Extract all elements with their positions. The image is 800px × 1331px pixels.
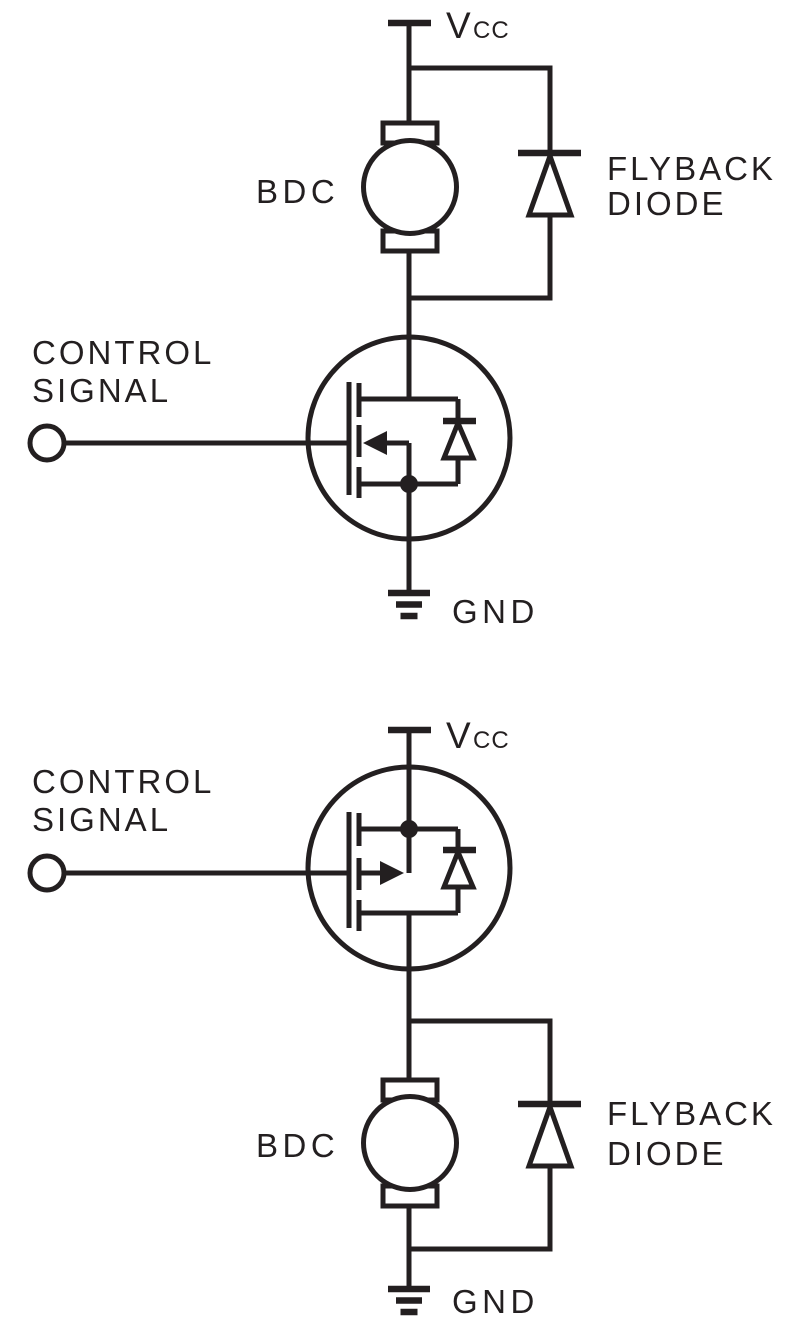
vcc-label: V — [446, 5, 471, 46]
body-diode-triangle — [440, 845, 477, 890]
body-arrow-icon — [380, 861, 404, 885]
gnd-label: GND — [452, 1283, 539, 1320]
control-label-line1: CONTROL — [32, 763, 214, 800]
bdc-motor-icon — [361, 1077, 459, 1209]
source-junction-dot — [400, 475, 418, 493]
control-terminal-icon — [27, 853, 67, 893]
control-label-line2: SIGNAL — [32, 801, 171, 838]
wire-vcc-to-diode — [409, 65, 553, 153]
vcc-label-subscript: CC — [473, 17, 510, 44]
diode-anode-triangle — [525, 1099, 575, 1169]
flyback-diode-icon — [518, 148, 581, 218]
motor-body — [361, 138, 459, 236]
diode-anode-triangle — [525, 148, 575, 218]
transistor-envelope — [305, 334, 513, 542]
bdc-motor-icon — [361, 120, 459, 254]
vcc-label: V — [446, 715, 471, 756]
wire-drain-to-diode — [409, 1018, 553, 1104]
nmos-transistor-icon — [305, 334, 513, 542]
gnd-symbol-icon — [388, 1285, 430, 1316]
gnd-label: GND — [452, 593, 539, 630]
vcc-label-subscript: CC — [473, 727, 510, 754]
vcc-rail: V CC — [388, 715, 510, 829]
flyback-label-line2: DIODE — [607, 1135, 727, 1172]
body-arrow-icon — [363, 431, 387, 455]
flyback-label-line1: FLYBACK — [607, 1095, 776, 1132]
high-side-circuit: V CC CONTROL SIGNAL — [27, 715, 776, 1320]
control-terminal-icon — [27, 423, 67, 463]
wire-diode-to-drain — [409, 215, 553, 301]
motor-body — [361, 1094, 459, 1192]
low-side-circuit: V CC FLYBACK DIODE BDC — [27, 5, 776, 630]
source-junction-dot — [400, 820, 418, 838]
control-label-line1: CONTROL — [32, 334, 214, 371]
vcc-rail: V CC — [388, 5, 510, 124]
gnd-symbol-icon — [388, 589, 430, 620]
flyback-label-line1: FLYBACK — [607, 150, 776, 187]
control-label-line2: SIGNAL — [32, 372, 171, 409]
body-diode-triangle — [440, 416, 477, 461]
motor-label: BDC — [256, 173, 339, 210]
motor-label: BDC — [256, 1127, 339, 1164]
flyback-diode-icon — [518, 1099, 581, 1169]
wire-diode-to-gnd — [409, 1166, 553, 1252]
flyback-label-line2: DIODE — [607, 185, 727, 222]
